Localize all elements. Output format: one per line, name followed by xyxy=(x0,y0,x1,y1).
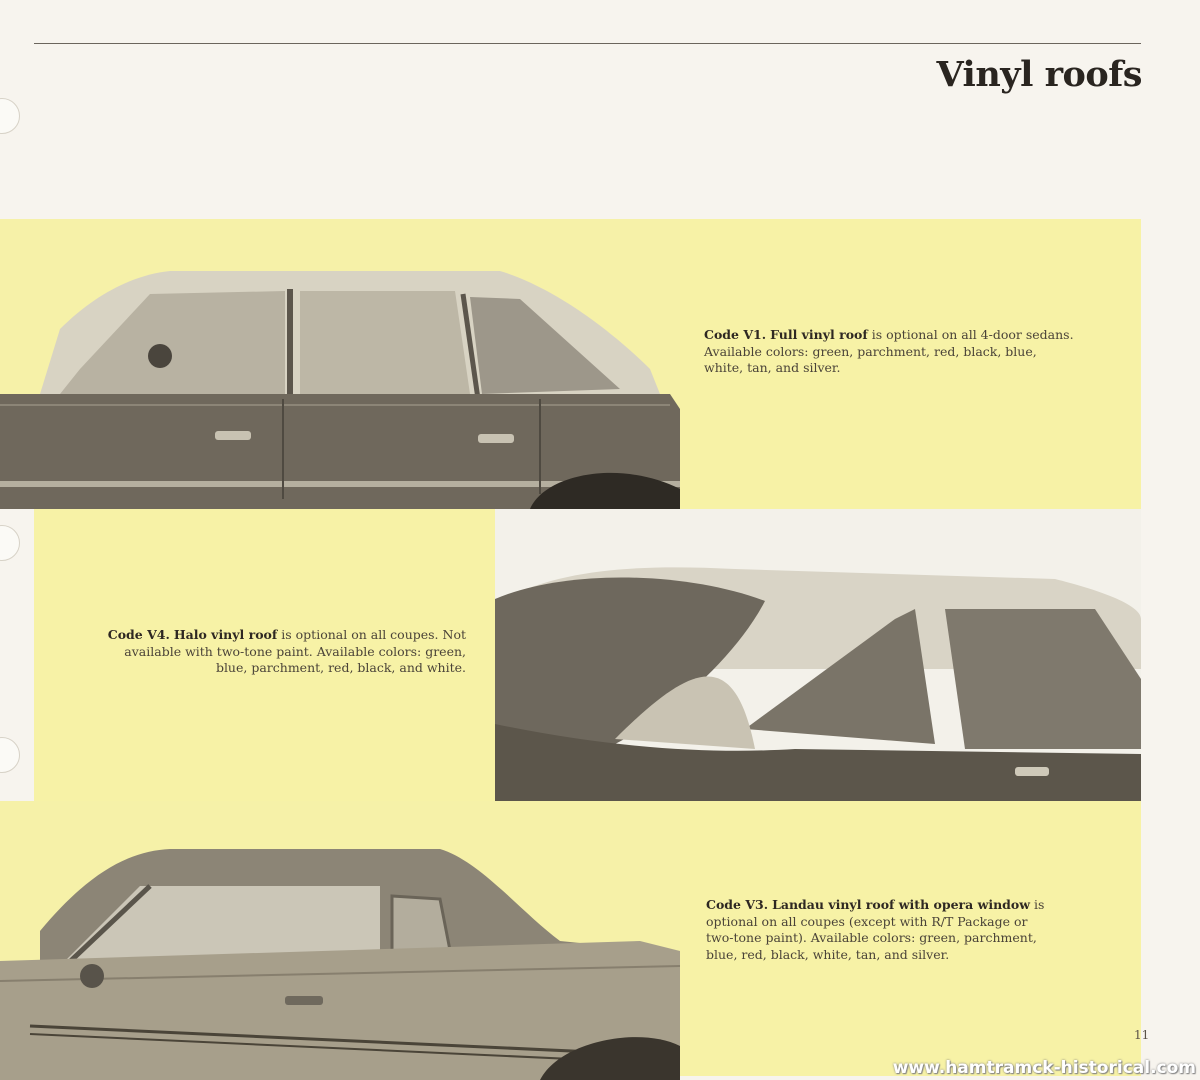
top-rule xyxy=(34,43,1141,44)
watermark: www.hamtramck-historical.com xyxy=(892,1058,1196,1078)
section-v1-text: is optional on all 4-door sedans. Availa… xyxy=(704,327,1074,375)
binder-hole xyxy=(0,737,20,773)
section-v1-caption: Code V1. Full vinyl roof is optional on … xyxy=(704,327,1074,377)
section-v4-text: is optional on all coupes. Not available… xyxy=(124,627,466,675)
section-v4-caption: Code V4. Halo vinyl roof is optional on … xyxy=(100,627,466,677)
section-v1-name: Full vinyl roof xyxy=(770,327,868,342)
binder-hole xyxy=(0,525,20,561)
section-v4-name: Halo vinyl roof xyxy=(173,627,278,642)
section-v3-caption: Code V3. Landau vinyl roof with opera wi… xyxy=(706,897,1056,963)
landau-vinyl-roof-coupe-photo xyxy=(0,801,680,1080)
section-v3-text: is optional on all coupes (except with R… xyxy=(706,897,1045,962)
section-v3-name: Landau vinyl roof with opera window xyxy=(772,897,1031,912)
full-vinyl-roof-sedan-photo xyxy=(0,219,680,509)
page-number: 11 xyxy=(1134,1028,1150,1042)
halo-vinyl-roof-coupe-photo xyxy=(495,509,1141,801)
section-v3-code: Code V3. xyxy=(706,897,769,912)
section-v4-code: Code V4. xyxy=(107,627,170,642)
binder-hole xyxy=(0,98,20,134)
page-title: Vinyl roofs xyxy=(936,54,1143,95)
section-v1-code: Code V1. xyxy=(704,327,767,342)
